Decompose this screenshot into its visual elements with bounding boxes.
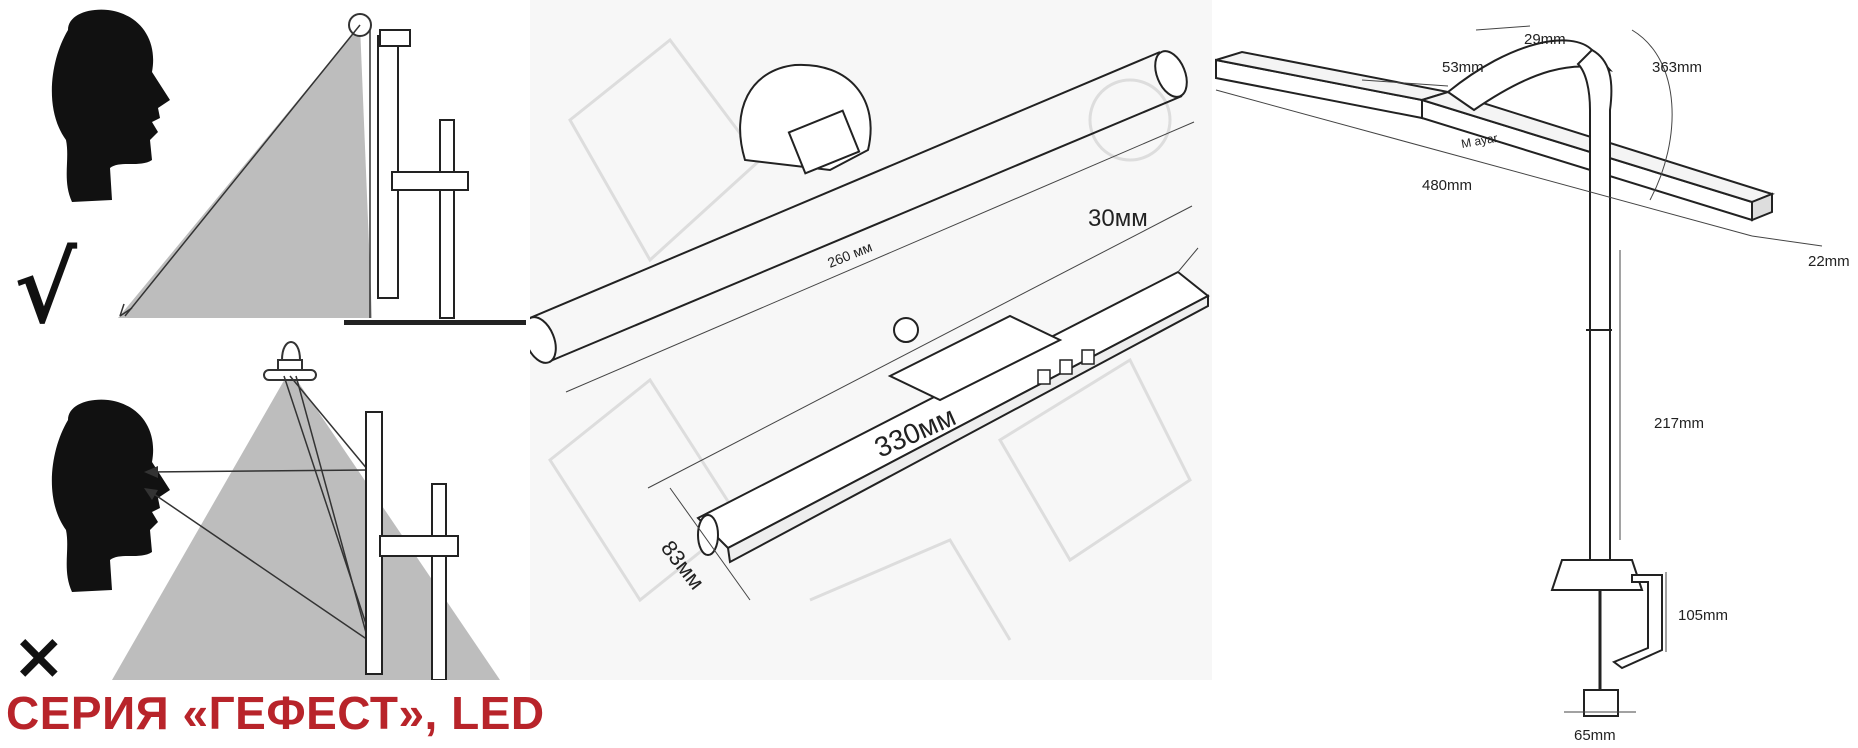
dim-363mm: 363mm xyxy=(1652,59,1702,76)
control-button-2 xyxy=(1059,359,1073,375)
dim-217mm: 217mm xyxy=(1654,415,1704,432)
glare-ray-1 xyxy=(147,469,369,473)
control-button-3 xyxy=(1081,349,1095,365)
lamp-dimensions-drawing: 260 мм 330мм 30мм 83мм xyxy=(530,37,1210,641)
dim-22mm: 22mm xyxy=(1808,253,1850,270)
vertical-pole xyxy=(1576,48,1613,561)
flat-lamp-clamp xyxy=(887,314,1063,402)
glare-arrowhead-2 xyxy=(144,488,158,500)
monitor-stand-wrong xyxy=(431,483,447,680)
lamp-dimensions-panel: 260 мм 330мм 30мм 83мм xyxy=(530,0,1212,680)
monitor-stand-correct xyxy=(439,119,455,319)
desk-correct xyxy=(344,320,526,325)
bar-end xyxy=(1751,192,1773,222)
dim-29mm: 29mm xyxy=(1524,31,1566,48)
head-silhouette-wrong xyxy=(51,399,170,592)
monitor-correct xyxy=(377,35,399,299)
clamp-body xyxy=(1611,574,1663,670)
round-lamp: 260 мм xyxy=(530,50,1195,393)
clamp-top xyxy=(1550,559,1644,591)
stand-arm-wrong xyxy=(379,535,459,557)
dimension-lines xyxy=(1215,25,1823,713)
dim-65mm: 65mm xyxy=(1574,727,1616,744)
light-ray-left xyxy=(124,24,361,317)
arrowhead-left xyxy=(119,307,133,317)
dim-105mm: 105mm xyxy=(1678,607,1728,624)
tee-lamp-panel: M ayar 29mm 53mm 363mm 480mm 22mm 217mm … xyxy=(1212,0,1858,748)
lighting-comparison-drawing: √ × xyxy=(12,9,526,680)
lamp-cap-wrong xyxy=(280,341,302,361)
dim-53mm: 53mm xyxy=(1442,59,1484,76)
dim-480mm: 480mm xyxy=(1422,177,1472,194)
series-title: СЕРИЯ «ГЕФЕСТ», LED xyxy=(6,687,545,739)
tee-lamp-drawing: M ayar 29mm 53mm 363mm 480mm 22mm 217mm … xyxy=(1215,25,1850,744)
brand-label: M ayar xyxy=(1460,131,1499,151)
glare-ray-2 xyxy=(147,489,369,641)
head-silhouette-correct xyxy=(51,9,170,202)
check-mark: √ xyxy=(14,232,78,345)
flat-lamp-depth-label: 30мм xyxy=(1088,205,1148,232)
ray-to-monitor-3 xyxy=(283,375,369,631)
light-cone-correct xyxy=(118,25,372,318)
ray-to-monitor-1 xyxy=(289,375,369,471)
flat-lamp-knob xyxy=(893,317,919,343)
control-button-1 xyxy=(1037,369,1051,385)
lamp-base-wrong xyxy=(263,369,317,381)
flat-lamp: 330мм 30мм 83мм xyxy=(647,205,1210,601)
monitor-clamp xyxy=(379,29,411,47)
glare-arrowhead-1 xyxy=(144,466,158,478)
stand-arm-correct xyxy=(391,171,469,191)
light-cone-wrong xyxy=(112,370,500,680)
arrowhead-left-2 xyxy=(119,303,125,317)
cross-mark: × xyxy=(12,620,66,680)
lighting-comparison-panel: √ × xyxy=(0,0,530,680)
